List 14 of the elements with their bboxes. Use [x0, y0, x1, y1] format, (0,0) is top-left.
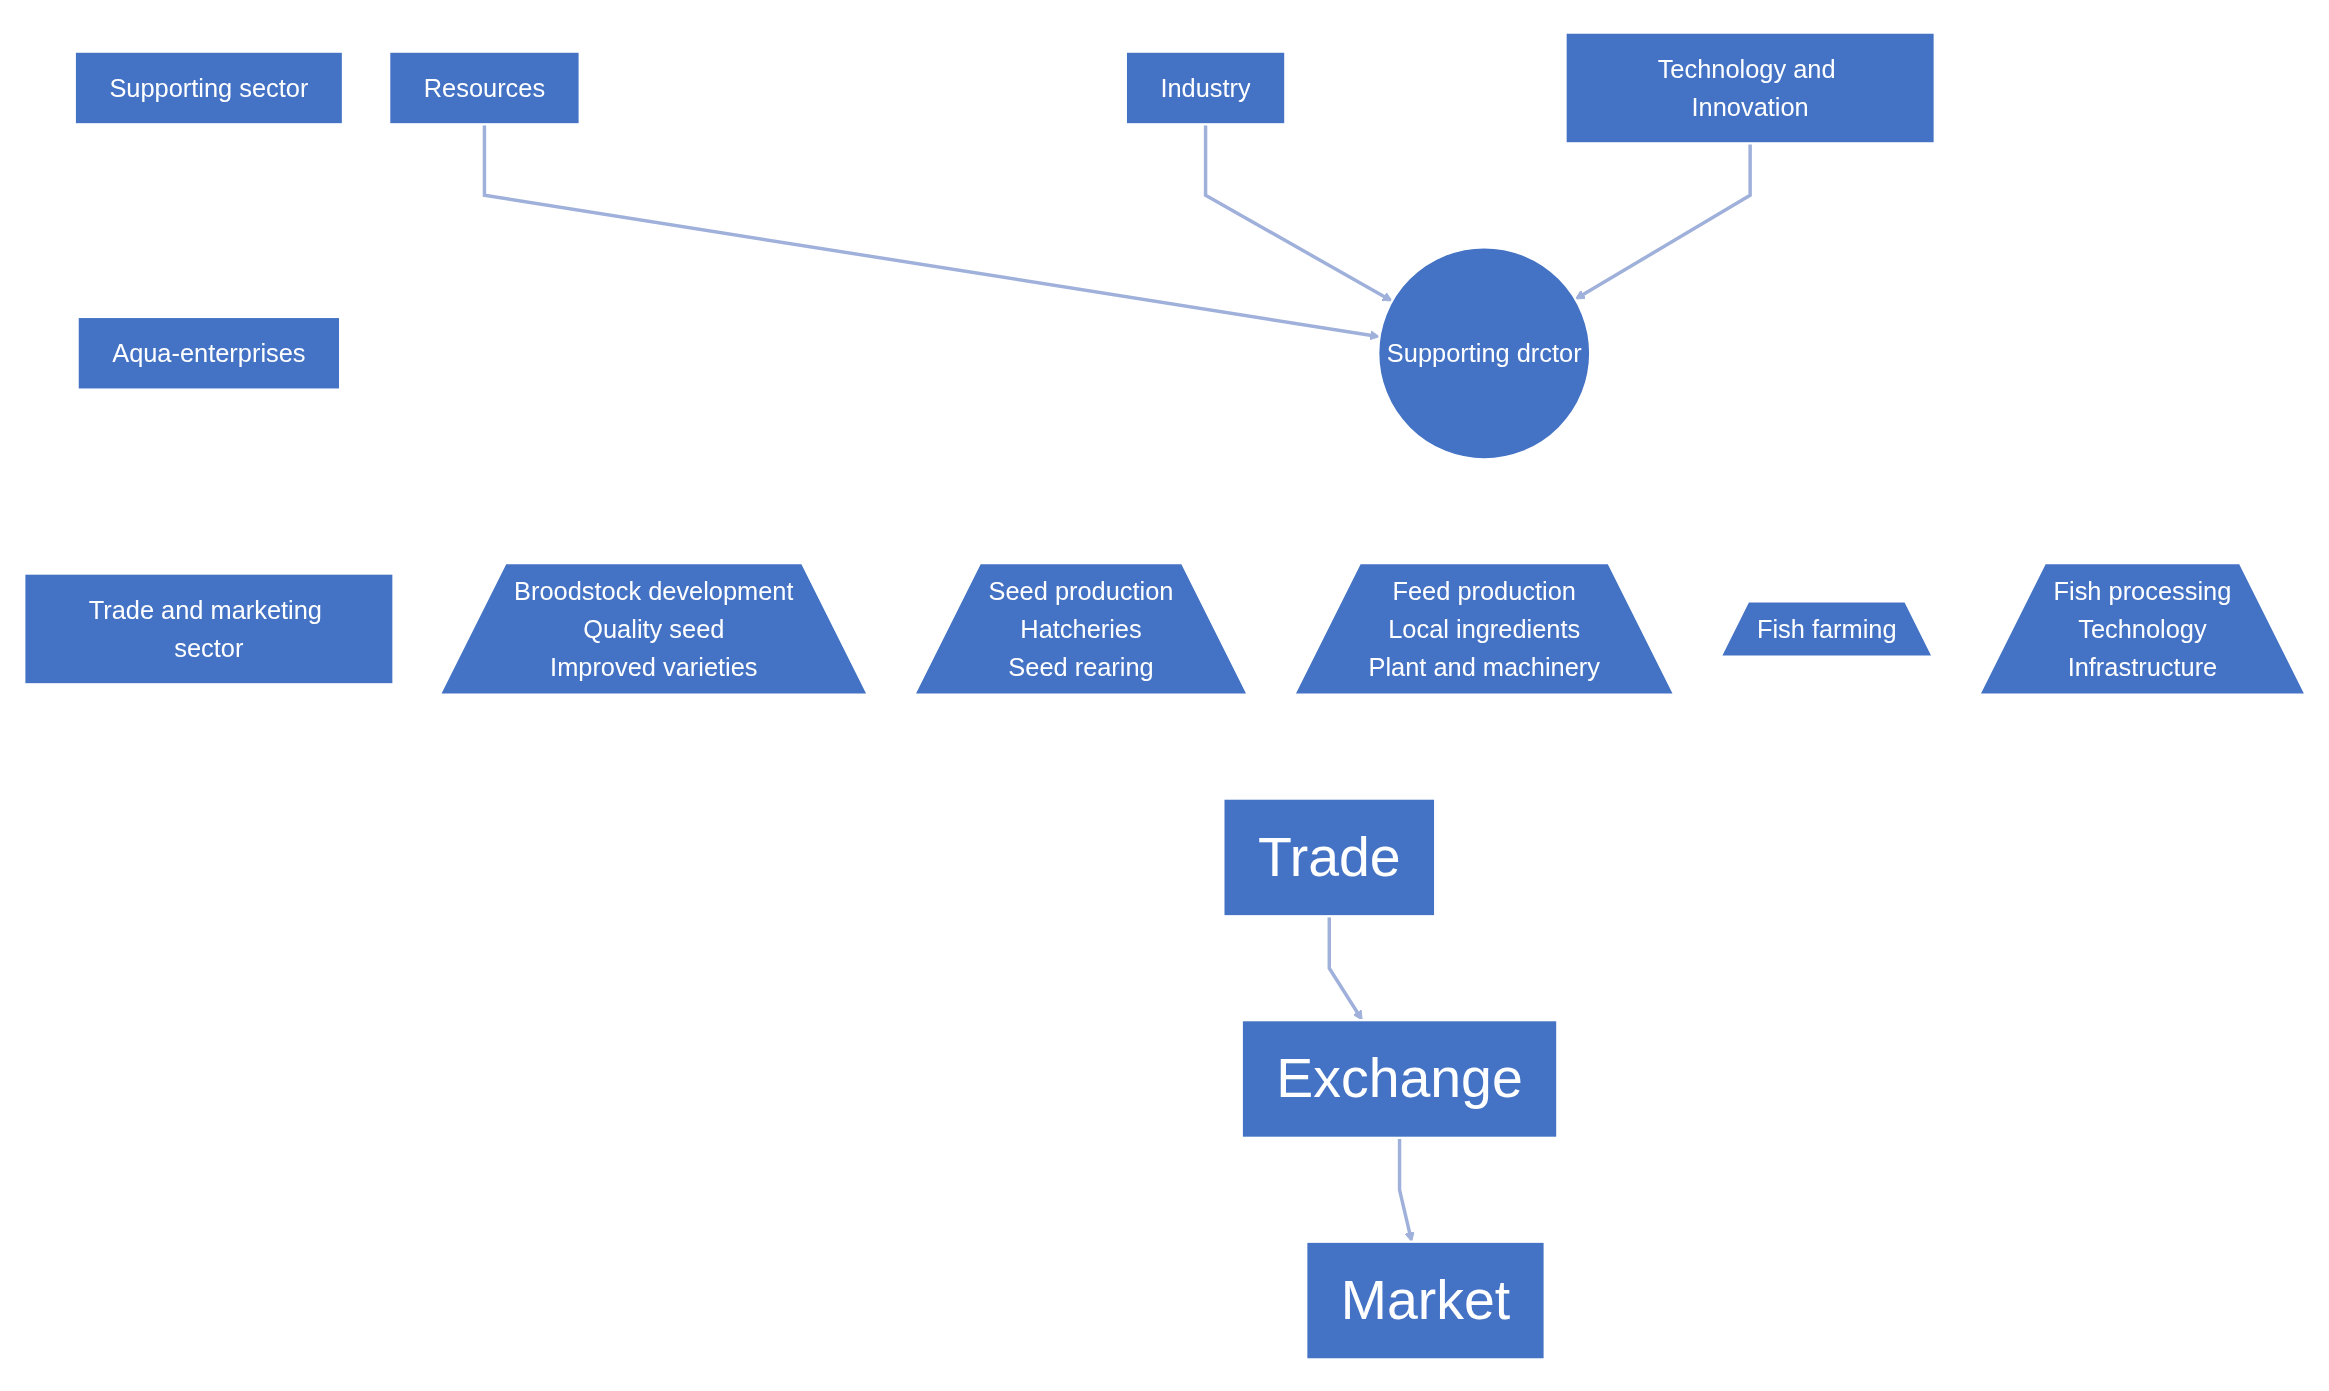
node-box: Trade and marketing sector [22, 571, 395, 685]
arrow [1397, 1137, 1415, 1242]
node-box: Trade [1221, 796, 1436, 917]
arrow [1574, 142, 1752, 300]
node-circle: Supporting drctor [1376, 245, 1591, 460]
node-box: Technology and Innovation [1563, 30, 1936, 145]
node-box: Market [1304, 1240, 1546, 1361]
arrow [482, 123, 1380, 340]
arrow [1203, 123, 1392, 301]
node-box: Industry [1124, 49, 1286, 125]
node-box: Supporting sector [73, 49, 344, 125]
node-box: Exchange [1240, 1018, 1558, 1139]
node-box: Aqua-enterprises [75, 315, 341, 391]
node-box: Resources [387, 49, 581, 125]
